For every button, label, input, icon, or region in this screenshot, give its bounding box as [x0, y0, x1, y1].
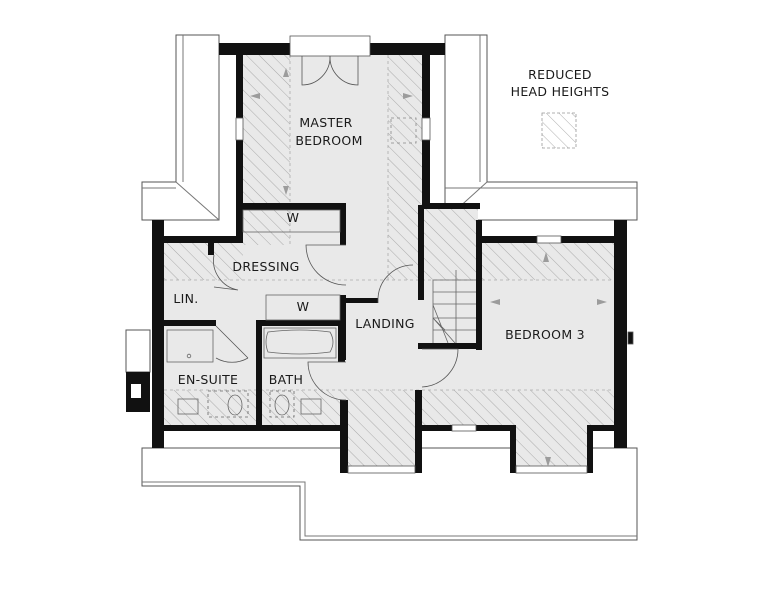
bath-tub	[265, 329, 334, 355]
roof-right-dormer	[444, 34, 638, 221]
room-label-wardrobe: W	[287, 210, 300, 225]
ceiling-slope-arrows	[250, 68, 607, 467]
door-swings	[213, 55, 459, 401]
legend: REDUCED HEAD HEIGHTS	[511, 67, 610, 149]
staircase	[432, 270, 476, 344]
shower-tray	[166, 329, 214, 363]
chimney	[125, 329, 151, 373]
room-label-linen: LIN.	[173, 291, 198, 306]
room-label-dressing: DRESSING	[232, 259, 299, 274]
room-label-bath: BATH	[269, 372, 303, 387]
wardrobe-1	[242, 209, 341, 233]
room-label-master-bedroom-line2: BEDROOM	[295, 133, 362, 148]
wc-ensuite	[227, 394, 243, 416]
arrow-icon	[543, 252, 549, 262]
head-height-lines	[164, 55, 614, 391]
legend-hatch-swatch	[541, 112, 577, 149]
legend-title-line2: HEAD HEIGHTS	[511, 84, 610, 99]
room-label-wardrobe-2: W	[297, 299, 310, 314]
room-label-landing: LANDING	[355, 316, 415, 331]
wc-bath	[274, 394, 290, 416]
fixtures	[166, 117, 476, 418]
basin-bath	[300, 398, 322, 415]
room-label-en-suite: EN-SUITE	[178, 372, 238, 387]
room-label-bedroom-3: BEDROOM 3	[505, 327, 585, 342]
french-doors-frame	[289, 35, 371, 57]
basin-ensuite	[177, 398, 199, 415]
arrow-icon	[283, 186, 289, 195]
arrow-icon	[545, 457, 551, 467]
arrow-icon	[403, 93, 413, 99]
room-label-master-bedroom: MASTER	[299, 115, 352, 130]
arrow-icon	[490, 299, 500, 305]
arrow-icon	[250, 93, 260, 99]
roof-left-dormer	[141, 34, 220, 221]
arrow-icon	[597, 299, 607, 305]
openings	[235, 35, 634, 474]
arrow-icon	[283, 68, 289, 77]
wardrobe-2	[265, 294, 341, 321]
legend-title-line1: REDUCED	[528, 67, 592, 82]
chimney-flue	[131, 384, 141, 398]
